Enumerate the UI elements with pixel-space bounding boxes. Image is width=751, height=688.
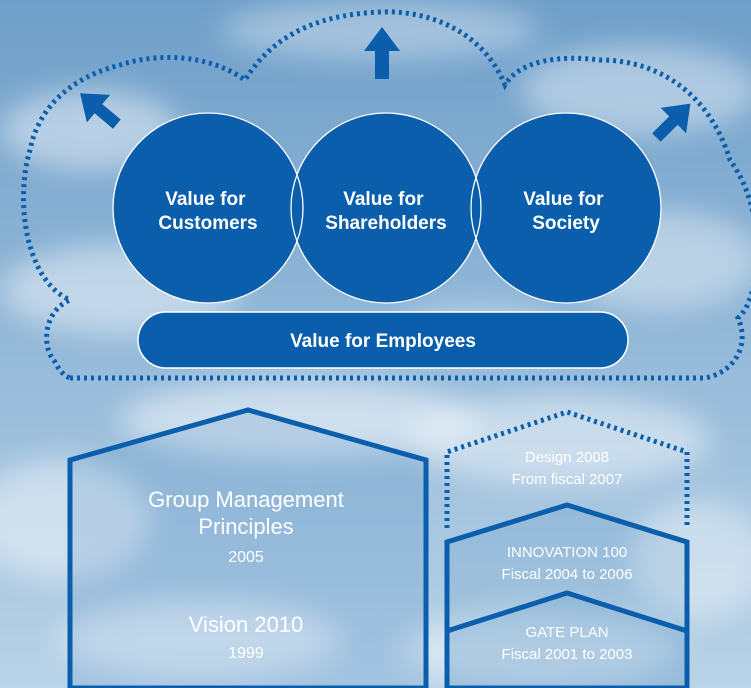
employees-label: Value for Employees bbox=[290, 331, 476, 352]
shareholders-label: Value for Shareholders bbox=[325, 189, 446, 234]
gate-plan-name: GATE PLAN bbox=[525, 624, 608, 641]
arrow-up-right-icon bbox=[652, 103, 691, 142]
dotted-cloud-outline bbox=[20, 9, 751, 381]
design-2008-period: From fiscal 2007 bbox=[512, 471, 623, 488]
gate-plan-period: Fiscal 2001 to 2003 bbox=[502, 646, 633, 663]
shareholders-circle bbox=[291, 113, 481, 303]
employees-bar bbox=[137, 311, 629, 369]
arrow-up-icon bbox=[364, 27, 400, 79]
arrow-up-left-icon bbox=[80, 93, 121, 129]
customers-label: Value for Customers bbox=[158, 189, 257, 234]
design-2008-dotted-outline bbox=[444, 409, 690, 528]
innovation-100-name: INNOVATION 100 bbox=[507, 544, 627, 561]
innovation-100-shape bbox=[444, 502, 690, 688]
innovation-100-period: Fiscal 2004 to 2006 bbox=[502, 566, 633, 583]
vision-2010-title: Vision 2010 bbox=[189, 612, 304, 637]
society-circle bbox=[471, 113, 661, 303]
customers-circle bbox=[113, 113, 303, 303]
group-management-title-line1: Group Management bbox=[148, 487, 344, 512]
society-label: Value for Society bbox=[523, 189, 609, 234]
group-management-year: 2005 bbox=[228, 549, 264, 566]
left-house-shape bbox=[67, 407, 429, 688]
gate-plan-shape bbox=[444, 590, 690, 688]
group-management-title-line2: Principles bbox=[198, 514, 293, 539]
design-2008-name: Design 2008 bbox=[525, 449, 609, 466]
circle-outlines bbox=[112, 112, 662, 304]
vision-2010-year: 1999 bbox=[228, 645, 264, 662]
